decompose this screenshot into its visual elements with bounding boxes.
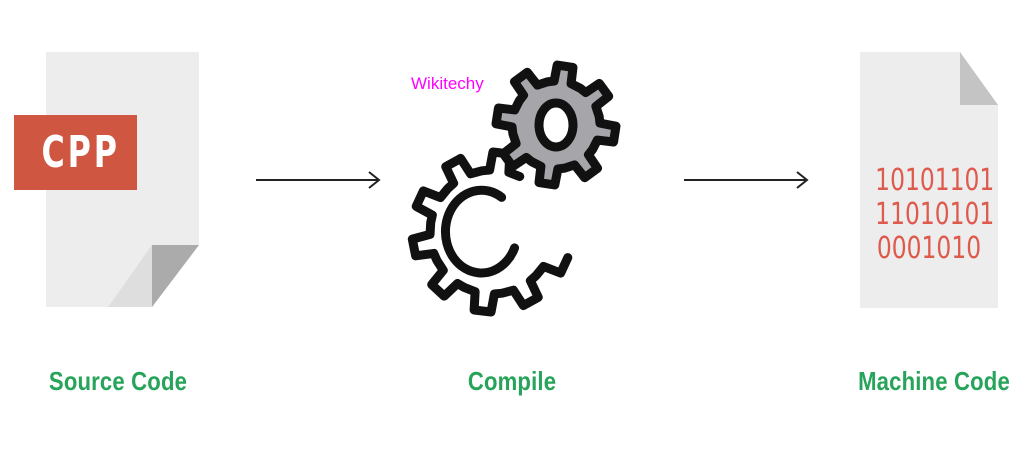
machine-code-label: Machine Code: [858, 366, 1010, 396]
binary-line: 10101101: [875, 163, 995, 198]
compile-label: Compile: [467, 366, 557, 396]
cpp-badge: CPP: [14, 115, 137, 190]
binary-text: 10101101 11010101 0001010: [860, 164, 998, 266]
binary-line: 0001010: [876, 231, 982, 266]
arrow-2: [684, 171, 809, 189]
small-gear-hole: [534, 98, 578, 152]
large-gear-inner-arc: [440, 185, 520, 278]
watermark: Wikitechy: [411, 74, 484, 93]
arrow-1: [256, 171, 381, 189]
large-gear-icon: [407, 147, 573, 317]
machine-file-icon: [860, 52, 998, 308]
binary-line: 11010101: [875, 197, 995, 232]
source-code-label: Source Code: [48, 366, 188, 396]
